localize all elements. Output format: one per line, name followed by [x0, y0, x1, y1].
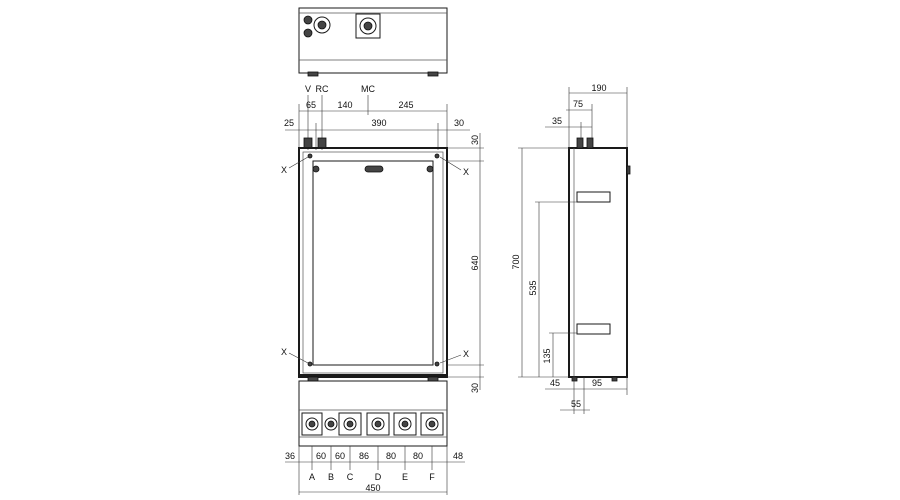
marker-x-bl: X — [281, 347, 287, 357]
connection-label-f: F — [429, 472, 435, 482]
dim-65: 65 — [306, 100, 316, 110]
dim-45: 45 — [550, 378, 560, 388]
top-fitting-mc — [359, 17, 377, 35]
dim-390: 390 — [371, 118, 386, 128]
dim-450: 450 — [365, 483, 380, 493]
top-view-body — [298, 7, 448, 74]
bracket-upper — [576, 191, 611, 203]
dim-35: 35 — [552, 116, 562, 126]
marker-x-br: X — [463, 349, 469, 359]
bracket-lower — [576, 323, 611, 335]
screw-top-right — [426, 165, 434, 173]
dim-36: 36 — [285, 451, 295, 461]
screw-top-left — [312, 165, 320, 173]
brand-logo — [364, 165, 384, 173]
label-mc: MC — [361, 84, 375, 94]
side-view — [568, 137, 631, 382]
connection-label-b: B — [328, 472, 334, 482]
front-view — [298, 137, 448, 378]
connection-label-d: D — [375, 472, 382, 482]
connection-label-a: A — [309, 472, 315, 482]
top-view — [298, 7, 448, 77]
dim-140: 140 — [337, 100, 352, 110]
side-view-casing — [568, 147, 628, 378]
dim-30-lower: 30 — [470, 383, 480, 393]
dim-86: 86 — [359, 451, 369, 461]
dim-640: 640 — [470, 255, 480, 270]
fitting-d — [366, 412, 390, 436]
dim-48: 48 — [453, 451, 463, 461]
dim-30-upper: 30 — [470, 135, 480, 145]
connection-label-e: E — [402, 472, 408, 482]
dim-55: 55 — [571, 399, 581, 409]
connection-label-c: C — [347, 472, 354, 482]
dim-535: 535 — [528, 280, 538, 295]
fitting-b — [324, 417, 338, 431]
dim-60-b: 60 — [335, 451, 345, 461]
marker-x-tl: X — [281, 165, 287, 175]
dim-95: 95 — [592, 378, 602, 388]
top-fitting-v — [303, 15, 313, 25]
top-fitting-rc — [313, 16, 331, 34]
label-v: V — [305, 84, 311, 94]
front-panel — [312, 160, 434, 366]
dim-60-a: 60 — [316, 451, 326, 461]
fitting-c — [338, 412, 362, 436]
dim-25: 25 — [284, 118, 294, 128]
dim-190: 190 — [591, 83, 606, 93]
front-view-casing — [298, 147, 448, 378]
label-rc: RC — [316, 84, 329, 94]
bottom-view-body — [298, 380, 448, 447]
dim-245: 245 — [398, 100, 413, 110]
dim-135: 135 — [542, 348, 552, 363]
fitting-e — [393, 412, 417, 436]
dim-75: 75 — [573, 99, 583, 109]
fitting-a — [301, 412, 323, 436]
dim-80-b: 80 — [413, 451, 423, 461]
bottom-view — [298, 376, 448, 447]
dim-30-top: 30 — [454, 118, 464, 128]
marker-x-tr: X — [463, 167, 469, 177]
dim-80-a: 80 — [386, 451, 396, 461]
dim-700: 700 — [511, 254, 521, 269]
fitting-f — [420, 412, 444, 436]
